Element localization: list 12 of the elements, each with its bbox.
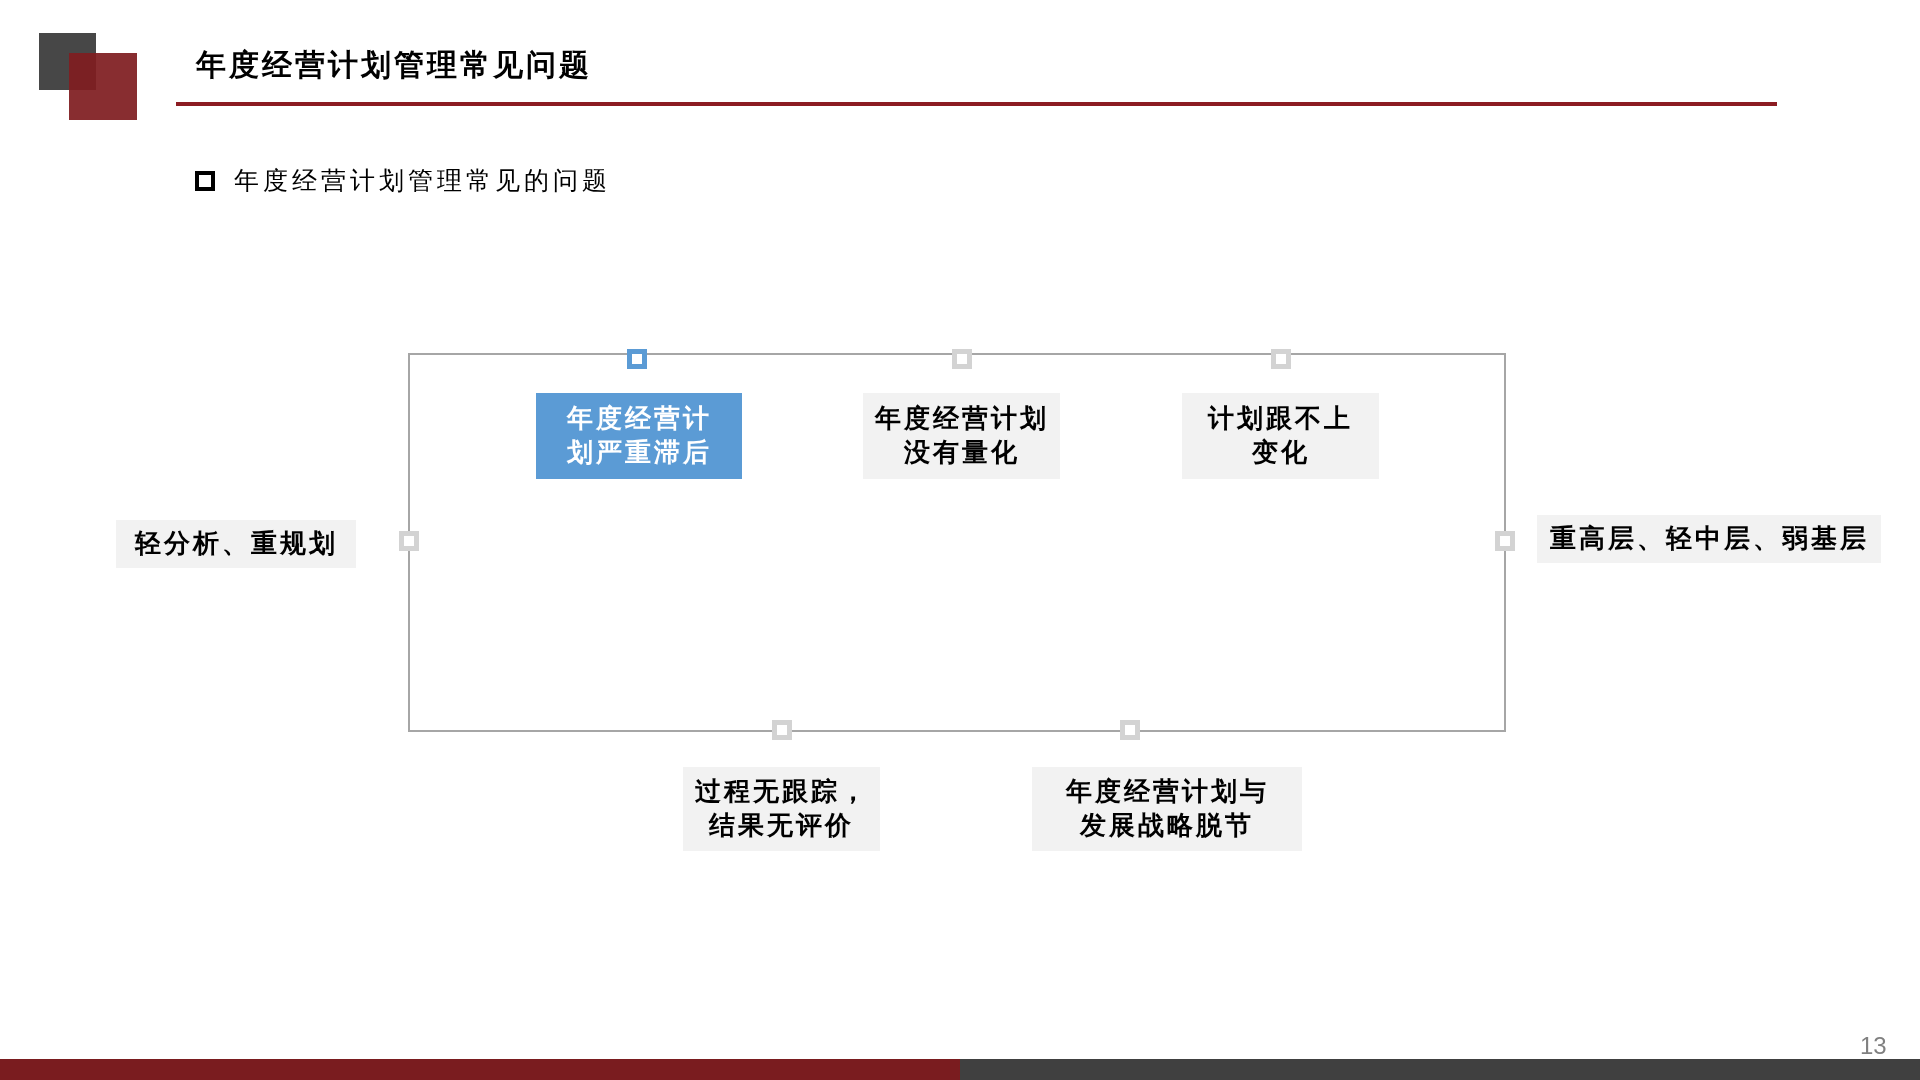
slide-title: 年度经营计划管理常见问题 (196, 47, 592, 83)
issue-text: 年度经营计划没有量化 (873, 403, 1050, 469)
issue-text: 计划跟不上变化 (1206, 403, 1354, 469)
issue-card (536, 393, 742, 479)
frame (408, 353, 1506, 732)
issue-text: 年度经营计划与发展战略脱节 (1064, 776, 1270, 842)
subtitle: 年度经营计划管理常见的问题 (234, 166, 611, 196)
issue-text: 过程无跟踪，结果无评价 (693, 776, 870, 842)
page-number: 13 (1860, 1031, 1887, 1061)
issue-text: 年度经营计划严重滞后 (565, 403, 713, 469)
issue-text: 轻分析、重规划 (134, 528, 338, 560)
issue-text: 重高层、轻中层、弱基层 (1549, 523, 1869, 555)
